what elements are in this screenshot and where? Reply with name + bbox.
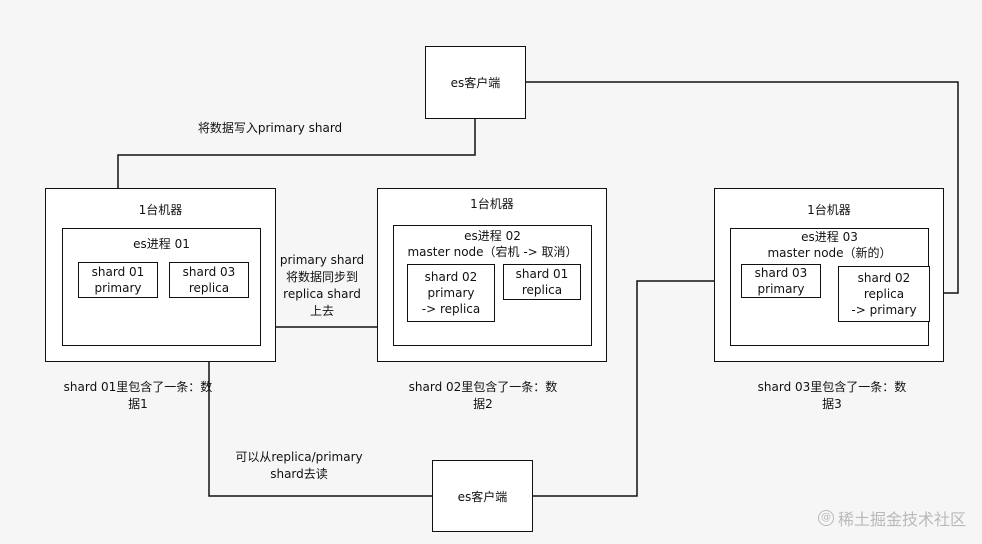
watermark: @ 稀土掘金技术社区	[817, 506, 966, 530]
read-arrow-primary	[533, 276, 741, 497]
machine-2-title: 1台机器	[470, 197, 514, 211]
machine-3-caption: shard 03里包含了一条：数 据3	[757, 380, 907, 411]
watermark-text: 稀土掘金技术社区	[837, 510, 966, 529]
es-client-bottom-label: es客户端	[457, 489, 508, 504]
at-icon: @	[817, 510, 834, 526]
shard-02-primary-to-replica: shard 02 primary -> replica	[407, 264, 495, 322]
write-annotation: 将数据写入primary shard	[197, 121, 343, 135]
read-annotation: 可以从replica/primary shard去读	[235, 450, 363, 481]
es-process-03-label: es进程 03 master node（新的）	[767, 230, 892, 260]
machine-1-title: 1台机器	[138, 203, 183, 217]
shard-01-replica: shard 01 replica	[503, 264, 581, 300]
sync-annotation: primary shard 将数据同步到 replica shard 上去	[279, 253, 365, 318]
machine-3-title: 1台机器	[807, 203, 851, 217]
shard-02-replica-to-primary: shard 02 replica -> primary	[838, 266, 930, 322]
es-client-top-label: es客户端	[450, 76, 501, 90]
shard-03-primary: shard 03 primary	[741, 264, 821, 298]
es-client-top: es客户端	[425, 46, 526, 119]
es-process-02-label: es进程 02 master node（宕机 -> 取消）	[407, 229, 578, 259]
shard-03-replica: shard 03 replica	[169, 262, 249, 298]
machine-2-caption: shard 02里包含了一条：数 据2	[408, 380, 558, 411]
shard-01-primary: shard 01 primary	[78, 262, 158, 298]
machine-1-caption: shard 01里包含了一条：数 据1	[63, 380, 213, 411]
read-arrow-replica	[204, 299, 432, 497]
es-client-bottom: es客户端	[432, 460, 533, 532]
es-process-01-label: es进程 01	[133, 237, 190, 251]
client-to-new-primary-arrow	[526, 81, 959, 298]
